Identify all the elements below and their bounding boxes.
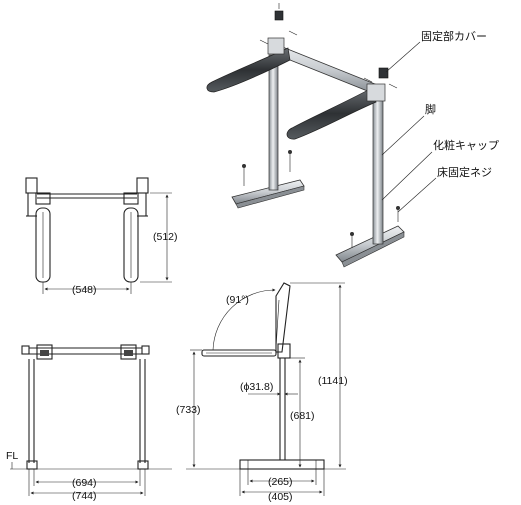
dim-angle: (91°) — [226, 294, 249, 306]
side-base — [239, 459, 325, 470]
dim-front-inner: (694) — [72, 477, 97, 489]
back-armrest-pad — [206, 47, 291, 93]
front-view — [10, 344, 172, 496]
dim-top-width: (548) — [72, 284, 97, 296]
dim-base-outer: (405) — [268, 491, 293, 503]
side-view — [186, 282, 346, 496]
back-cover-cap — [274, 10, 284, 21]
dim-top-height: (512) — [153, 231, 178, 243]
side-raised-armrest — [275, 282, 291, 353]
floor-line-label: FL — [6, 450, 18, 462]
dim-leg-height: (681) — [290, 410, 315, 422]
callout-cap-label: 化粧キャップ — [433, 138, 499, 152]
dim-base-inner: (265) — [268, 476, 293, 488]
callout-cover-label: 固定部カバー — [421, 29, 487, 43]
dim-armrest-height: (733) — [176, 404, 201, 416]
perspective-view — [206, 3, 437, 268]
dim-front-outer: (744) — [72, 490, 97, 502]
back-leg-pipe — [268, 54, 279, 191]
back-joint-bracket — [267, 37, 285, 55]
top-view — [25, 177, 172, 294]
side-armrest-horizontal — [201, 349, 277, 357]
front-leg-pipe — [372, 99, 384, 245]
callout-screw-label: 床固定ネジ — [437, 165, 492, 179]
callout-leg-label: 脚 — [425, 102, 436, 116]
dim-total-height: (1141) — [318, 375, 348, 387]
front-cover-cap — [378, 67, 389, 79]
front-base-bar — [335, 225, 405, 263]
dim-pipe-diameter: (ϕ31.8) — [240, 381, 273, 393]
floor-screws — [242, 150, 400, 248]
front-joint-bracket — [366, 83, 386, 102]
front-armrest-pad — [286, 87, 377, 140]
